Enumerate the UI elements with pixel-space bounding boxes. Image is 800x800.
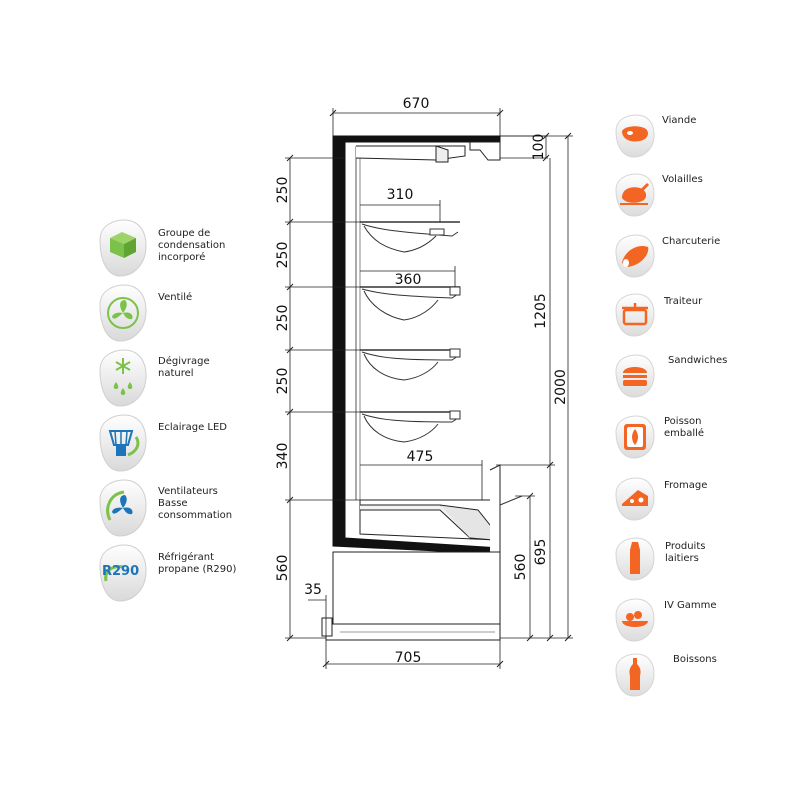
- shelf-1: [360, 221, 460, 253]
- low-energy-fan-icon: [94, 478, 150, 538]
- dimension-labels: 670 250 250 250 250 340 560 310 360 475 …: [275, 96, 569, 666]
- product-label: Fromage: [664, 480, 708, 491]
- dimension-lines: [285, 108, 573, 669]
- dim-shelf4-gap: 250: [275, 368, 291, 395]
- dim-bottom-width: 705: [395, 650, 422, 666]
- feature-label: Réfrigérant propane (R290): [158, 552, 237, 575]
- product-label: Boissons: [673, 654, 717, 665]
- packaged-fish-icon: [612, 414, 658, 460]
- dim-lower-left: 560: [275, 555, 291, 582]
- product-label: Sandwiches: [668, 355, 728, 366]
- lower-cabinet: [332, 551, 501, 625]
- led-light-icon: [94, 413, 150, 473]
- product-label: Poisson emballé: [664, 416, 705, 439]
- product-label: Produits laitiers: [665, 541, 706, 564]
- cheese-icon: [612, 476, 658, 522]
- dim-shelf2-depth: 360: [395, 272, 422, 288]
- dim-shelf2-gap: 250: [275, 242, 291, 269]
- feature-label: Dégivrage naturel: [158, 356, 210, 379]
- pot-icon: [612, 292, 658, 338]
- dim-shelf3-gap: 250: [275, 305, 291, 332]
- dim-shelf1-depth: 310: [387, 187, 414, 203]
- dim-top-width: 670: [403, 96, 430, 112]
- product-label: Viande: [662, 115, 697, 126]
- feature-label: Groupe de condensation incorporé: [158, 228, 226, 263]
- fan-icon: [94, 283, 150, 343]
- product-label: Traiteur: [664, 296, 703, 307]
- dim-right-upper: 1205: [533, 293, 549, 329]
- dim-top-right: 100: [531, 134, 547, 161]
- defrost-icon: [94, 348, 150, 408]
- feature-label: Ventilé: [158, 292, 193, 303]
- feature-label: Eclairage LED: [158, 422, 228, 433]
- drink-icon: [612, 652, 658, 698]
- meat-icon: [612, 113, 658, 159]
- condensing-unit-icon: [94, 218, 150, 278]
- dairy-icon: [612, 536, 658, 582]
- product-label: Charcuterie: [662, 236, 721, 247]
- dim-shelf1-gap: 250: [275, 177, 291, 204]
- salad-icon: [612, 597, 658, 643]
- dim-base-depth: 475: [407, 449, 434, 465]
- dim-right-lower: 695: [533, 539, 549, 566]
- dim-lower-right: 560: [513, 554, 529, 581]
- dim-toe: 35: [304, 582, 322, 598]
- product-label: IV Gamme: [664, 600, 717, 611]
- shelf-3: [360, 348, 461, 381]
- shelves: [360, 221, 461, 443]
- shelf-4: [360, 410, 461, 443]
- shelf-2: [360, 286, 461, 321]
- cabinet-back-wall: [332, 135, 501, 555]
- feature-label: Ventilateurs Basse consommation: [158, 486, 233, 521]
- sausage-icon: [612, 233, 658, 279]
- cabinet-body: [321, 135, 523, 641]
- product-label: Volailles: [662, 174, 703, 185]
- r290-icon: R290: [94, 543, 150, 603]
- sandwich-icon: [612, 353, 658, 399]
- poultry-icon: [612, 172, 658, 218]
- dim-total-height: 2000: [553, 369, 569, 405]
- dimension-ticks: [286, 109, 572, 668]
- dim-base-gap: 340: [275, 443, 291, 470]
- r290-badge-text: R290: [102, 564, 140, 579]
- canopy: [355, 145, 466, 161]
